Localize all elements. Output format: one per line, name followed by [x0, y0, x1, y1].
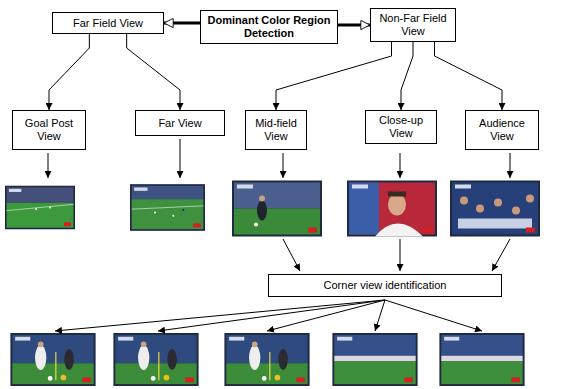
corner-frame — [113, 333, 198, 386]
connector — [164, 22, 200, 25]
arrow — [375, 300, 385, 331]
box-label: Corner view identification — [324, 279, 447, 292]
view-box: Close-up View — [365, 110, 437, 144]
view-box: Audience View — [465, 110, 539, 150]
arrow — [180, 139, 181, 178]
arrow — [283, 239, 300, 271]
corner-frame — [439, 333, 524, 386]
arrow — [385, 300, 482, 331]
arrow — [400, 153, 401, 178]
view-box: Goal Post View — [12, 110, 86, 150]
view-box: Dominant Color Region Detection — [200, 10, 338, 44]
connector — [49, 34, 89, 110]
box-label: Close-up View — [370, 114, 432, 140]
audience-frame — [450, 181, 540, 237]
arrow — [492, 239, 510, 271]
arrow — [267, 300, 385, 331]
arrow — [510, 153, 511, 178]
box-label: Goal Post View — [17, 117, 81, 143]
box-label: Dominant Color Region Detection — [205, 14, 333, 40]
connector — [401, 42, 413, 110]
box-label: Audience View — [470, 117, 534, 143]
far-view-frame — [130, 184, 205, 231]
box-label: Far Field View — [73, 17, 143, 30]
box-label: Non-Far Field View — [375, 12, 451, 38]
view-box: Far View — [135, 110, 225, 136]
view-box: Far Field View — [52, 12, 164, 34]
corner-frame — [10, 333, 95, 386]
view-box: Corner view identification — [268, 274, 502, 297]
mid-field-frame — [232, 181, 322, 237]
connector — [276, 42, 392, 110]
arrow — [283, 153, 284, 178]
connector — [127, 34, 180, 110]
goal-post-frame — [5, 186, 75, 230]
arrow — [400, 239, 401, 271]
box-label: Mid-field View — [250, 117, 302, 143]
arrow — [55, 300, 385, 331]
corner-frame — [332, 333, 417, 386]
corner-frame — [224, 333, 309, 386]
view-box: Non-Far Field View — [370, 8, 456, 42]
view-box: Mid-field View — [245, 110, 307, 150]
layout-arrows — [48, 139, 510, 331]
connector — [338, 24, 370, 27]
connector — [435, 42, 503, 110]
view-thumbnails — [5, 181, 540, 237]
close-up-frame — [347, 181, 437, 237]
box-label: Far View — [158, 117, 201, 130]
corner-thumbnails — [10, 333, 524, 386]
arrow — [48, 153, 49, 178]
arrow — [158, 300, 385, 331]
